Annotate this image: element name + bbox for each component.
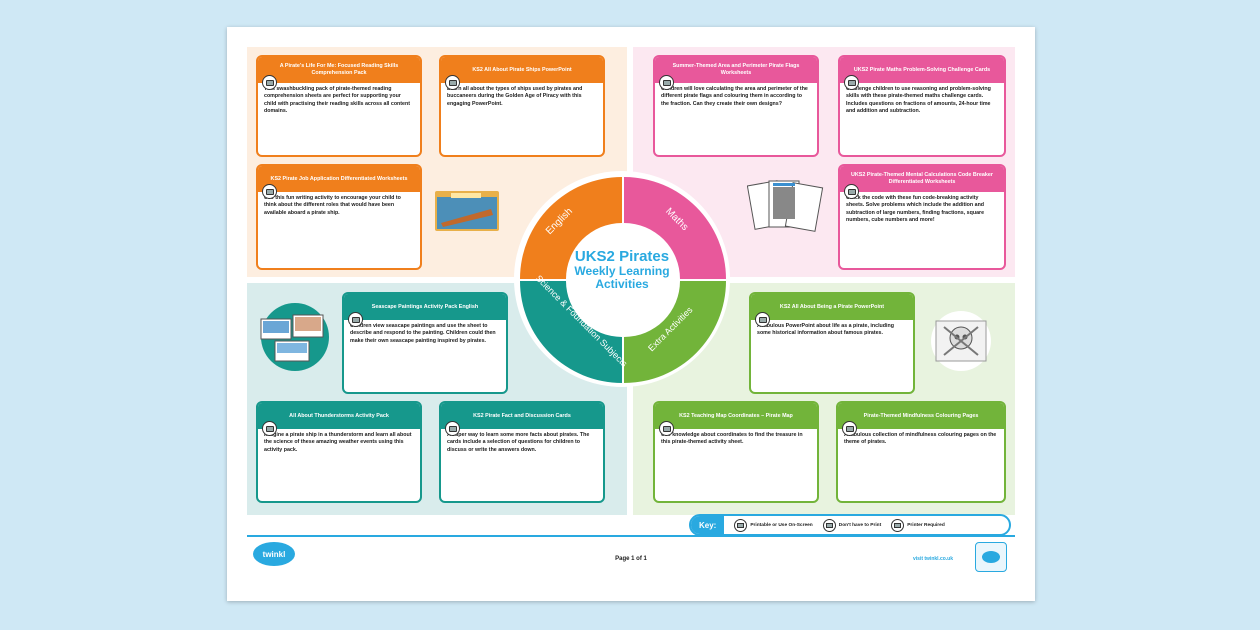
pirate-ship-thumbnail (435, 191, 499, 231)
key-item: Printer Required (891, 518, 945, 532)
card-pirate-ships[interactable]: KS2 All About Pirate Ships PowerPoint Le… (439, 55, 605, 157)
card-body: Challenge children to use reasoning and … (846, 86, 991, 115)
twinkl-logo: twinkl (253, 542, 295, 566)
card-title: KS2 Pirate Job Application Differentiate… (258, 166, 420, 192)
card-title: All About Thunderstorms Activity Pack (258, 403, 420, 429)
printer-icon (842, 421, 857, 436)
screen-icon (445, 75, 460, 90)
card-body: Children view seascape paintings and use… (350, 323, 496, 344)
card-job-application[interactable]: KS2 Pirate Job Application Differentiate… (256, 164, 422, 270)
wheel-title-main: UKS2 Pirates (574, 248, 670, 265)
printable-icon (659, 421, 674, 436)
card-body: Learn all about the types of ships used … (447, 86, 583, 107)
activity-sheet: A Pirate's Life For Me: Focused Reading … (227, 27, 1035, 601)
card-area-perimeter[interactable]: Summer-Themed Area and Perimeter Pirate … (653, 55, 819, 157)
key-label: Key: (691, 516, 725, 534)
printer-icon (891, 518, 905, 532)
card-title: Pirate-Themed Mindfulness Colouring Page… (838, 403, 1004, 429)
printer-icon (445, 421, 460, 436)
card-code-breaker[interactable]: UKS2 Pirate-Themed Mental Calculations C… (838, 164, 1006, 270)
key-item: Printable or Use On-Screen (734, 518, 813, 532)
card-body: This swashbuckling pack of pirate-themed… (264, 86, 410, 115)
footer-url[interactable]: visit twinkl.co.uk (913, 556, 954, 562)
card-body: Imagine a pirate ship in a thunderstorm … (264, 432, 412, 453)
printable-icon (262, 184, 277, 199)
printable-icon (844, 75, 859, 90)
screen-icon (755, 312, 770, 327)
card-body: Use this fun writing activity to encoura… (264, 195, 401, 216)
wheel-title-sub: Weekly Learning Activities (574, 264, 670, 291)
wheel-title: UKS2 Pirates Weekly Learning Activities (567, 248, 677, 291)
card-title: KS2 All About Pirate Ships PowerPoint (441, 57, 603, 83)
card-title: Summer-Themed Area and Perimeter Pirate … (655, 57, 817, 83)
seascape-thumbnail (260, 303, 329, 371)
printable-icon (262, 421, 277, 436)
card-map-coordinates[interactable]: KS2 Teaching Map Coordinates – Pirate Ma… (653, 401, 819, 503)
card-title: UKS2 Pirate-Themed Mental Calculations C… (840, 166, 1004, 192)
card-title: A Pirate's Life For Me: Focused Reading … (258, 57, 420, 83)
card-title: KS2 All About Being a Pirate PowerPoint (751, 294, 913, 320)
card-body: A super way to learn some more facts abo… (447, 432, 590, 453)
card-body: Use knowledge about coordinates to find … (661, 432, 803, 446)
printer-icon (844, 184, 859, 199)
worksheet-thumbnail (747, 180, 824, 232)
printable-icon (734, 518, 748, 532)
key-item: Don't have to Print (822, 518, 882, 532)
screen-icon (822, 518, 836, 532)
screen-icon (348, 312, 363, 327)
card-problem-solving[interactable]: UKS2 Pirate Maths Problem-Solving Challe… (838, 55, 1006, 157)
card-mindfulness[interactable]: Pirate-Themed Mindfulness Colouring Page… (836, 401, 1006, 503)
card-fact-discussion[interactable]: KS2 Pirate Fact and Discussion Cards A s… (439, 401, 605, 503)
subject-wheel: English Maths Science & Foundation Subje… (513, 170, 731, 388)
wheel-graphic (514, 171, 730, 387)
page-number: Page 1 of 1 (615, 556, 647, 562)
key-item-label: Don't have to Print (838, 522, 882, 528)
card-body: A fabulous collection of mindfulness col… (844, 432, 997, 446)
skull-thumbnail (931, 311, 991, 371)
card-seascape[interactable]: Seascape Paintings Activity Pack English… (342, 292, 508, 394)
key-legend: Key: Printable or Use On-Screen Don't ha… (689, 514, 1011, 536)
card-title: KS2 Pirate Fact and Discussion Cards (441, 403, 603, 429)
card-title: UKS2 Pirate Maths Problem-Solving Challe… (840, 57, 1004, 83)
key-item-label: Printable or Use On-Screen (750, 522, 813, 528)
card-body: Children will love calculating the area … (661, 86, 808, 107)
card-title: KS2 Teaching Map Coordinates – Pirate Ma… (655, 403, 817, 429)
footer-divider (247, 535, 1015, 537)
twinkl-badge-icon (975, 542, 1007, 572)
card-body: Crack the code with these fun code-break… (846, 195, 985, 224)
printer-icon (659, 75, 674, 90)
card-reading-comprehension[interactable]: A Pirate's Life For Me: Focused Reading … (256, 55, 422, 157)
printable-icon (262, 75, 277, 90)
key-item-label: Printer Required (907, 522, 945, 528)
card-body: A fabulous PowerPoint about life as a pi… (757, 323, 894, 337)
card-being-a-pirate[interactable]: KS2 All About Being a Pirate PowerPoint … (749, 292, 915, 394)
card-title: Seascape Paintings Activity Pack English (344, 294, 506, 320)
card-thunderstorms[interactable]: All About Thunderstorms Activity Pack Im… (256, 401, 422, 503)
